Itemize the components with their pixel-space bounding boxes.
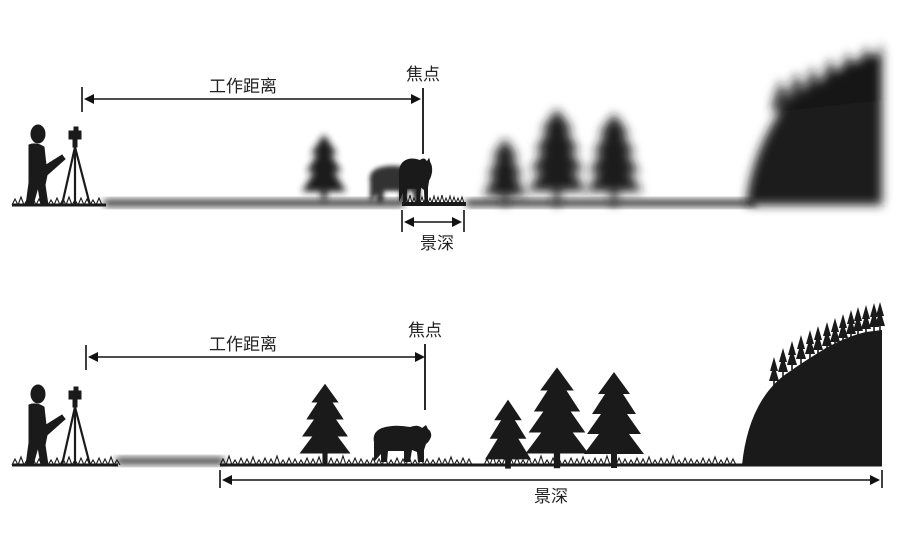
panel-shallow-dof: 工作距离 焦点 景深 bbox=[11, 42, 882, 254]
working-distance-dimension: 工作距离 bbox=[81, 77, 421, 112]
hill-icon bbox=[742, 302, 885, 465]
focus-marker: 焦点 bbox=[408, 321, 442, 410]
tree-near-icon bbox=[299, 383, 351, 466]
working-distance-label: 工作距离 bbox=[209, 77, 277, 97]
blurred-tree-far-2 bbox=[527, 109, 587, 205]
depth-of-field-label: 景深 bbox=[534, 487, 568, 507]
ground-shallow bbox=[11, 194, 756, 207]
depth-of-field-dimension: 景深 bbox=[401, 210, 465, 254]
blurred-tree-far-1 bbox=[483, 138, 527, 205]
focus-label: 焦点 bbox=[406, 65, 440, 85]
focus-label: 焦点 bbox=[408, 321, 442, 341]
bear-icon bbox=[373, 425, 432, 462]
working-distance-label: 工作距离 bbox=[209, 335, 277, 355]
tree-far-2-icon bbox=[525, 367, 589, 469]
depth-of-field-label: 景深 bbox=[420, 234, 454, 254]
blurred-tree-near bbox=[302, 134, 346, 201]
photographer-icon bbox=[24, 383, 92, 467]
panel-deep-dof: 工作距离 焦点 景深 bbox=[11, 302, 885, 507]
photographer-icon bbox=[24, 123, 92, 207]
tree-far-1-icon bbox=[484, 399, 531, 469]
focus-marker: 焦点 bbox=[406, 65, 440, 154]
blurred-tree-far-3 bbox=[585, 113, 643, 205]
tree-far-3-icon bbox=[584, 372, 644, 468]
depth-of-field-dimension: 景深 bbox=[219, 470, 883, 507]
working-distance-dimension: 工作距离 bbox=[85, 335, 425, 370]
blurred-hill bbox=[746, 42, 882, 205]
